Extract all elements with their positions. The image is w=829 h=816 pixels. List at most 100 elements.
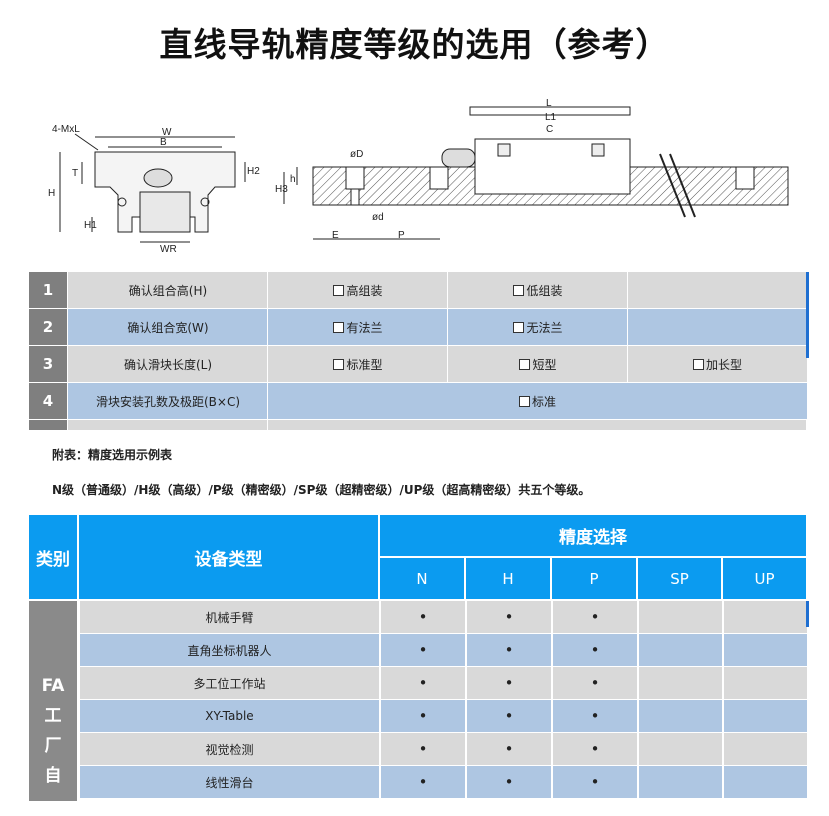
grade-mark: •: [380, 601, 465, 633]
option-flangeless[interactable]: 无法兰: [447, 309, 628, 345]
category-label: 工: [44, 706, 62, 726]
dim-h3: H3: [275, 184, 288, 195]
grade-mark: •: [380, 634, 465, 666]
category-label: FA: [41, 676, 65, 696]
checkbox-icon[interactable]: [519, 358, 531, 370]
table-row: XY-Table•••: [79, 700, 807, 732]
option-low-assembly[interactable]: 低组装: [447, 272, 628, 308]
device-type: 视觉检测: [79, 733, 379, 765]
grade-mark: •: [466, 700, 551, 732]
dim-w: W: [162, 127, 172, 138]
grade-mark: •: [552, 700, 637, 732]
grade-p: P: [552, 558, 636, 599]
selection-row-partial: [29, 420, 806, 430]
grade-mark: •: [380, 700, 465, 732]
grades-note: N级（普通级）/H级（高级）/P级（精密级）/SP级（超精密级）/UP级（超高精…: [52, 483, 591, 497]
grade-n: N: [380, 558, 464, 599]
row-number: 1: [29, 272, 67, 308]
grade-mark: •: [466, 634, 551, 666]
empty-cell: [267, 420, 806, 430]
checkbox-icon[interactable]: [333, 321, 345, 333]
dim-l1: L1: [545, 112, 557, 123]
appendix-note: 附表：精度选用示例表: [52, 448, 173, 462]
dim-b: B: [160, 137, 167, 148]
selection-row: 2 确认组合宽(W) 有法兰 无法兰: [29, 309, 807, 345]
dim-p: P: [398, 230, 405, 241]
dim-wr: WR: [160, 244, 177, 255]
row-label: 确认组合宽(W): [67, 309, 268, 345]
grade-mark: [723, 634, 807, 666]
table-row: 线性滑台•••: [79, 766, 807, 798]
dim-mxl: 4-MxL: [52, 124, 80, 135]
option-flanged[interactable]: 有法兰: [267, 309, 448, 345]
grade-mark: •: [466, 766, 551, 798]
dim-phi-small: ød: [372, 212, 384, 223]
selection-row: 3 确认滑块长度(L) 标准型 短型 加长型: [29, 346, 807, 382]
dim-h-small: h: [290, 174, 296, 185]
grade-mark: [723, 667, 807, 699]
option-standard-length[interactable]: 标准型: [267, 346, 448, 382]
grade-mark: [638, 733, 722, 765]
row-label: [67, 420, 268, 430]
grade-mark: •: [552, 766, 637, 798]
device-type: 线性滑台: [79, 766, 379, 798]
checkbox-icon[interactable]: [333, 358, 345, 370]
rail-profile: [139, 191, 191, 233]
row-number: 4: [29, 383, 67, 419]
empty-cell: [627, 309, 807, 345]
header-category: 类别: [29, 515, 77, 599]
header-precision: 精度选择: [380, 515, 806, 556]
grade-mark: [723, 766, 807, 798]
grade-mark: •: [466, 733, 551, 765]
table-row: 直角坐标机器人•••: [79, 634, 807, 666]
grade-mark: [723, 733, 807, 765]
checkbox-icon[interactable]: [513, 284, 525, 296]
grade-mark: •: [552, 733, 637, 765]
checkbox-icon[interactable]: [518, 395, 530, 407]
option-long[interactable]: 加长型: [627, 346, 807, 382]
dim-t: T: [72, 168, 78, 179]
grade-mark: •: [466, 667, 551, 699]
row-label: 确认组合高(H): [67, 272, 268, 308]
grade-mark: [638, 700, 722, 732]
grade-mark: •: [380, 733, 465, 765]
dim-l: L: [546, 98, 552, 109]
grade-mark: •: [552, 667, 637, 699]
dim-h: H: [48, 188, 55, 199]
scrollbar[interactable]: [806, 601, 809, 627]
grade-mark: [723, 700, 807, 732]
empty-cell: [627, 272, 807, 308]
guide-rail-drawing: 4-MxL W B H2 T H H1 WR øD ød h H3 E P L …: [48, 98, 789, 255]
category-cell: FA 工 厂 自: [29, 601, 77, 801]
grade-mark: [638, 667, 722, 699]
selection-row: 4 滑块安装孔数及极距(B×C) 标准: [29, 383, 807, 419]
checkbox-icon[interactable]: [692, 358, 704, 370]
table-row: 机械手臂•••: [79, 601, 807, 633]
grade-mark: [723, 601, 807, 633]
grade-mark: •: [552, 601, 637, 633]
grade-h: H: [466, 558, 550, 599]
table-row: 视觉检测•••: [79, 733, 807, 765]
dim-phi-big: øD: [350, 149, 363, 160]
option-short[interactable]: 短型: [447, 346, 628, 382]
selection-row: 1 确认组合高(H) 高组装 低组装: [29, 272, 807, 308]
grade-mark: •: [380, 667, 465, 699]
row-number: 2: [29, 309, 67, 345]
grade-mark: [638, 634, 722, 666]
dim-e: E: [332, 230, 339, 241]
device-type: 多工位工作站: [79, 667, 379, 699]
dim-h1: H1: [84, 220, 97, 231]
grade-mark: •: [380, 766, 465, 798]
dim-h2: H2: [247, 166, 260, 177]
checkbox-icon[interactable]: [333, 284, 345, 296]
checkbox-icon[interactable]: [513, 321, 525, 333]
row-number: [29, 420, 67, 430]
grade-mark: •: [552, 634, 637, 666]
header-device: 设备类型: [79, 515, 378, 599]
table-row: 多工位工作站•••: [79, 667, 807, 699]
row-label: 滑块安装孔数及极距(B×C): [67, 383, 268, 419]
device-type: 直角坐标机器人: [79, 634, 379, 666]
scrollbar[interactable]: [806, 272, 809, 358]
option-standard-holes[interactable]: 标准: [267, 383, 807, 419]
option-high-assembly[interactable]: 高组装: [267, 272, 448, 308]
